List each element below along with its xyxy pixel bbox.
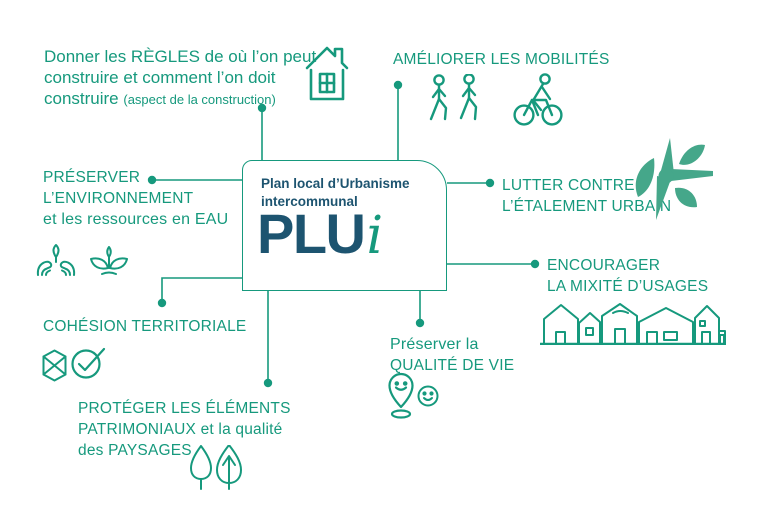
rules-line3: construire (aspect de la construction) [44, 89, 276, 108]
hands-plant-icon [36, 243, 76, 276]
quality-line1: Préserver la [390, 336, 479, 353]
rules-label: Donner les RÈGLES de où l’on peut constr… [44, 46, 316, 110]
houses-row-icon [540, 301, 726, 345]
cohesion-line1: COHÉSION TERRITORIALE [43, 318, 247, 335]
mobility-label: AMÉLIORER LES MOBILITÉS [393, 49, 610, 70]
mixity-label: ENCOURAGER LA MIXITÉ D’USAGES [547, 255, 708, 297]
house-icon [304, 43, 350, 103]
territory-icon [42, 349, 67, 382]
environment-label: PRÉSERVER L’ENVIRONNEMENT et les ressour… [43, 167, 228, 230]
rules-line1: Donner les RÈGLES de où l’on peut [44, 47, 317, 66]
mobility-line1: AMÉLIORER LES MOBILITÉS [393, 51, 610, 68]
sprawl-line2: L’ÉTALEMENT URBAIN [502, 198, 672, 215]
check-icon [70, 346, 107, 379]
heritage-line3: des PAYSAGES [78, 442, 192, 459]
sprawl-line1: LUTTER CONTRE [502, 177, 635, 194]
environment-line1: PRÉSERVER [43, 169, 141, 186]
heritage-line1: PROTÉGER LES ÉLÉMENTS [78, 400, 291, 417]
cohesion-label: COHÉSION TERRITORIALE [43, 316, 246, 337]
mixity-line2: LA MIXITÉ D’USAGES [547, 278, 709, 295]
center-box-title-line2: intercommunal [261, 193, 358, 209]
urban-sprawl-icon [629, 136, 713, 220]
cyclist-icon [513, 72, 563, 126]
environment-line3: et les ressources en EAU [43, 211, 229, 228]
pedestrians-icon [427, 74, 485, 124]
center-box: Plan local d’Urbanisme intercommunal PLU… [242, 160, 447, 291]
quality-line2: QUALITÉ DE VIE [390, 357, 515, 374]
trees-icon [188, 445, 246, 490]
heritage-line2: PATRIMONIAUX et la qualité [78, 421, 283, 438]
smiley-icon [417, 385, 439, 407]
center-box-title-line1: Plan local d’Urbanisme [261, 176, 410, 191]
rules-line2: construire et comment l’on doit [44, 68, 276, 87]
sprawl-label: LUTTER CONTRE L’ÉTALEMENT URBAIN [502, 175, 671, 217]
plui-plu: PLU [257, 202, 366, 265]
plui-i: i [366, 206, 384, 266]
center-box-subtitle: Plan local d’Urbanisme intercommunal [261, 175, 410, 210]
heritage-label: PROTÉGER LES ÉLÉMENTS PATRIMONIAUX et la… [78, 398, 291, 461]
quality-label: Préserver la QUALITÉ DE VIE [390, 334, 514, 376]
mixity-line1: ENCOURAGER [547, 257, 661, 274]
rules-line3-small: (aspect de la construction) [123, 92, 276, 107]
plui-acronym: PLUi [257, 201, 383, 266]
environment-line2: L’ENVIRONNEMENT [43, 190, 194, 207]
location-pin-icon [386, 372, 416, 419]
sprout-icon [88, 246, 130, 275]
